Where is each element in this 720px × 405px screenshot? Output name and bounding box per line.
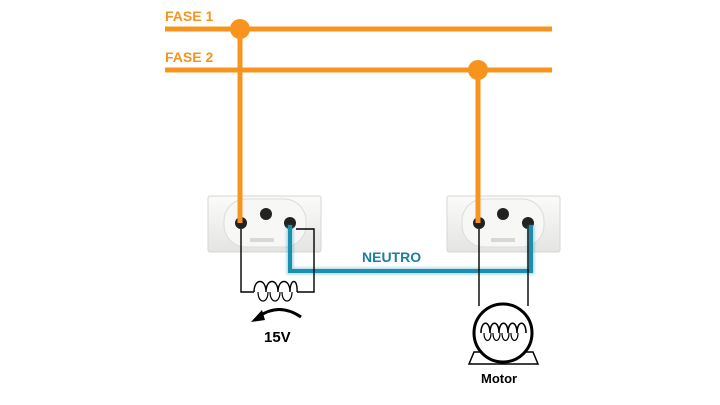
curved-arrow-icon [251,308,302,322]
coil-circuit [240,228,315,302]
motor-icon [467,302,540,365]
outlet-right [446,195,561,253]
phase-2-label: FASE 2 [165,49,213,65]
neutral-label: NEUTRO [362,249,421,265]
outlet-left [207,195,322,253]
neutral-line [286,225,535,275]
voltage-label: 15V [264,329,291,346]
phase-1-label: FASE 1 [165,8,213,24]
phase-2-junction [468,60,488,80]
phase-1-junction [230,19,250,39]
motor-label: Motor [481,371,517,386]
motor-circuit [478,229,529,306]
